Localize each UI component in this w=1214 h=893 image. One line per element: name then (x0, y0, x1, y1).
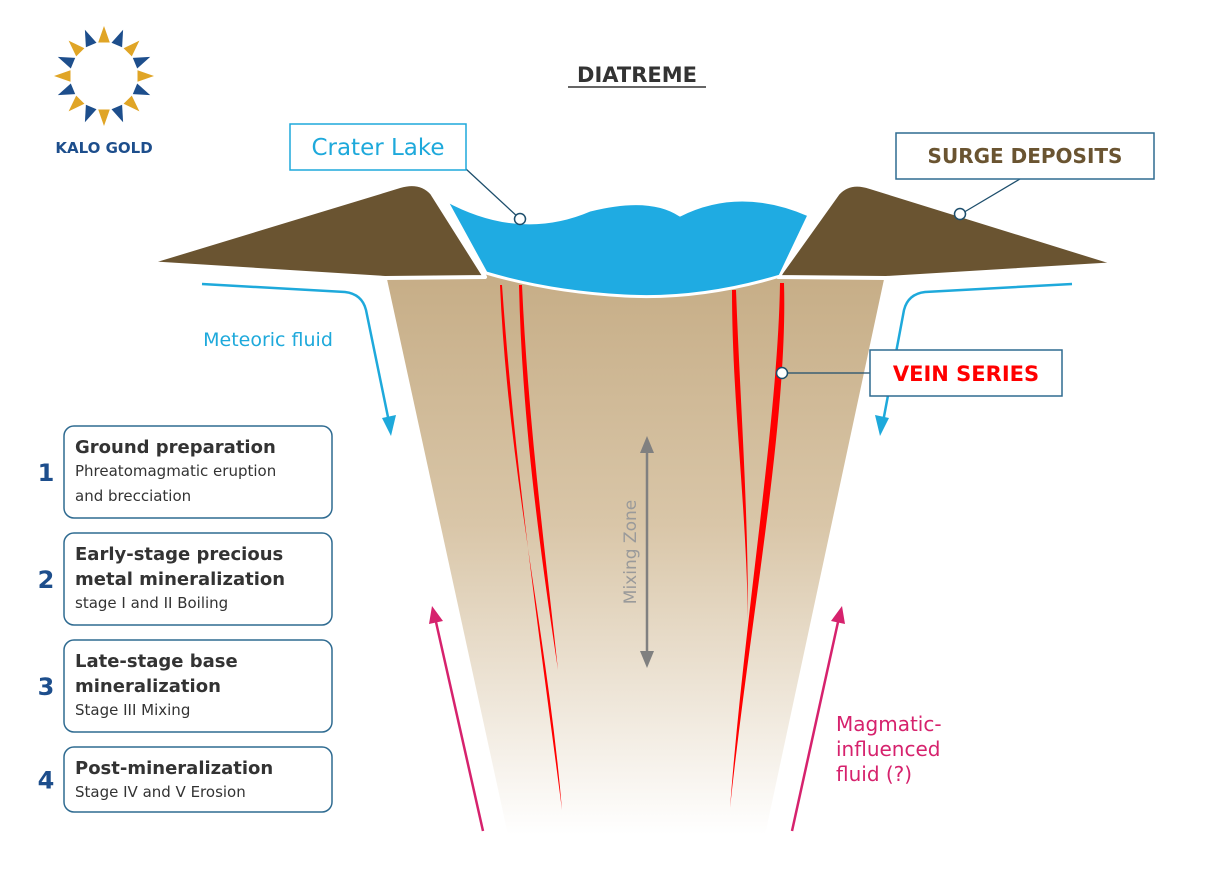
surge-deposits-label: SURGE DEPOSITS (928, 144, 1123, 168)
magmatic-fluid-arrow-left (429, 606, 485, 832)
kalo-gold-logo: KALO GOLD (54, 26, 154, 157)
logo-ray-icon (111, 104, 124, 123)
crater-lake-label: Crater Lake (311, 135, 444, 161)
magmatic-label-line3: fluid (?) (836, 762, 912, 786)
stage-box (63, 425, 333, 519)
meteoric-fluid-arrow-left (201, 282, 396, 436)
logo-ray-icon (84, 29, 97, 48)
stage-number: 2 (38, 566, 55, 594)
magmatic-label-line1: Magmatic- (836, 712, 942, 736)
vein-right-inner (732, 290, 748, 620)
logo-ray-icon (123, 95, 140, 112)
logo-text: KALO GOLD (55, 139, 152, 157)
stage-description: Stage IV and V Erosion (75, 783, 246, 801)
vein-series-label: VEIN SERIES (893, 362, 1039, 386)
vein-right-outer (730, 283, 785, 808)
logo-ray-icon (98, 109, 110, 126)
vein-left-outer (500, 285, 562, 810)
vein-series (500, 283, 785, 810)
vein-series-callout: VEIN SERIES (775, 349, 1063, 397)
stage-box (63, 532, 333, 626)
magmatic-label-line2: influenced (836, 737, 940, 761)
logo-ray-icon (68, 95, 85, 112)
stage-description: stage I and II Boiling (75, 594, 228, 612)
stage-description: Stage III Mixing (75, 701, 190, 719)
logo-ray-icon (123, 40, 140, 57)
logo-ray-icon (132, 56, 151, 69)
logo-ray-icon (57, 56, 76, 69)
logo-ray-icon (98, 26, 110, 43)
meteoric-fluid-arrow-right (875, 282, 1073, 436)
stage-title: mineralization (75, 676, 221, 697)
logo-ray-icon (68, 40, 85, 57)
logo-ray-icon (111, 29, 124, 48)
stage-box (63, 746, 333, 813)
mixing-zone-arrow (640, 436, 654, 668)
surge-deposits-callout: SURGE DEPOSITS (895, 132, 1155, 221)
logo-ray-icon (132, 83, 151, 96)
stage-item-2: 2 Early-stage precious metal mineralizatio… (38, 532, 333, 626)
stage-title: metal mineralization (75, 569, 285, 590)
mixing-zone-label: Mixing Zone (621, 500, 641, 604)
stage-number: 1 (38, 459, 55, 487)
stage-title: Late-stage base (75, 651, 238, 672)
logo-ray-icon (137, 70, 154, 82)
stage-title: Ground preparation (75, 437, 276, 458)
stage-number: 3 (38, 673, 55, 701)
sun-ring-icon (54, 26, 154, 126)
stage-box (63, 639, 333, 733)
logo-ray-icon (54, 70, 71, 82)
surge-deposit-right (776, 182, 1120, 280)
stage-title: Post-mineralization (75, 758, 273, 779)
stage-description: Phreatomagmatic eruption (75, 462, 276, 480)
meteoric-fluid-label: Meteoric fluid (203, 329, 333, 351)
magmatic-fluid-label: Magmatic- influenced fluid (?) (836, 712, 942, 786)
stage-number: 4 (38, 767, 55, 795)
stage-description: and brecciation (75, 487, 191, 505)
logo-ray-icon (57, 83, 76, 96)
logo-ray-icon (84, 104, 97, 123)
surge-deposit-left (145, 182, 487, 280)
stage-title: Early-stage precious (75, 544, 283, 565)
crater-lake (444, 198, 811, 299)
vein-left-inner (519, 285, 558, 670)
diagram-title: DIATREME (577, 63, 697, 87)
magmatic-fluid-arrow-right (790, 606, 845, 832)
crater-lake-callout: Crater Lake (289, 123, 527, 226)
